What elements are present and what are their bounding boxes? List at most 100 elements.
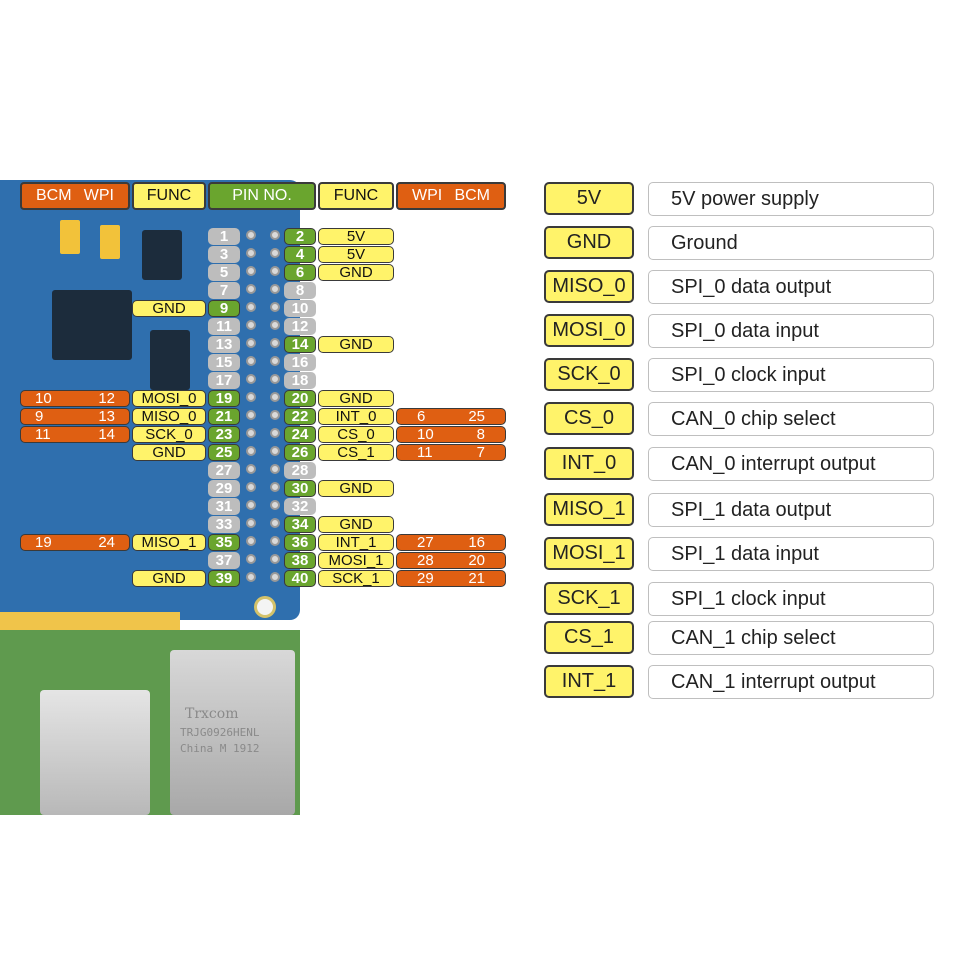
pin-pad bbox=[246, 572, 256, 582]
jumper-block bbox=[100, 225, 120, 259]
pin-number-even: 26 bbox=[284, 444, 316, 461]
pin-pad bbox=[270, 464, 280, 474]
pin-pad bbox=[270, 284, 280, 294]
right-func-label: SCK_1 bbox=[318, 570, 394, 587]
left-wpi: 12 bbox=[98, 390, 115, 407]
pin-number-odd: 1 bbox=[208, 228, 240, 245]
right-wpi: 27 bbox=[417, 534, 434, 551]
left-func-label: GND bbox=[132, 300, 206, 317]
left-wpi: 14 bbox=[98, 426, 115, 443]
left-gpio-numbers: 11 14 bbox=[20, 426, 130, 443]
left-func-label: MOSI_0 bbox=[132, 390, 206, 407]
pin-pad bbox=[246, 338, 256, 348]
pin-number-even: 6 bbox=[284, 264, 316, 281]
pin-pad bbox=[270, 248, 280, 258]
header-right-bcm: BCM bbox=[454, 187, 490, 204]
left-bcm: 11 bbox=[35, 426, 51, 443]
left-wpi: 24 bbox=[98, 534, 115, 551]
legend-key: MOSI_0 bbox=[544, 314, 634, 347]
jumper-block bbox=[60, 220, 80, 254]
pin-number-odd: 25 bbox=[208, 444, 240, 461]
right-bcm: 25 bbox=[468, 408, 485, 425]
pin-number-even: 14 bbox=[284, 336, 316, 353]
legend-description: SPI_1 data output bbox=[648, 493, 934, 527]
pin-pad bbox=[246, 446, 256, 456]
right-func-label: GND bbox=[318, 390, 394, 407]
header-left-wpi: WPI bbox=[83, 187, 114, 204]
legend-key: 5V bbox=[544, 182, 634, 215]
header-left-gpio: BCM WPI bbox=[20, 182, 130, 210]
left-bcm: 10 bbox=[35, 390, 52, 407]
pin-number-odd: 29 bbox=[208, 480, 240, 497]
pin-pad bbox=[270, 392, 280, 402]
pin-pad bbox=[270, 446, 280, 456]
header-left-func: FUNC bbox=[132, 182, 206, 210]
pin-number-odd: 35 bbox=[208, 534, 240, 551]
pin-number-even: 20 bbox=[284, 390, 316, 407]
pin-number-even: 2 bbox=[284, 228, 316, 245]
header-left-bcm: BCM bbox=[36, 187, 72, 204]
pin-pad bbox=[246, 392, 256, 402]
left-func-label: MISO_1 bbox=[132, 534, 206, 551]
ethernet-brand: Trxcom bbox=[185, 706, 239, 722]
legend-description: CAN_1 chip select bbox=[648, 621, 934, 655]
pin-number-odd: 9 bbox=[208, 300, 240, 317]
legend-description: CAN_0 chip select bbox=[648, 402, 934, 436]
legend-key: SCK_1 bbox=[544, 582, 634, 615]
pin-pad bbox=[270, 554, 280, 564]
pin-pad bbox=[270, 536, 280, 546]
right-func-label: GND bbox=[318, 480, 394, 497]
legend-description: SPI_0 clock input bbox=[648, 358, 934, 392]
pin-number-even: 24 bbox=[284, 426, 316, 443]
pin-number-odd: 39 bbox=[208, 570, 240, 587]
pin-pad bbox=[246, 266, 256, 276]
right-func-label: CS_0 bbox=[318, 426, 394, 443]
pin-pad bbox=[270, 338, 280, 348]
pin-number-even: 8 bbox=[284, 282, 316, 299]
pin-pad bbox=[270, 500, 280, 510]
legend-key: MOSI_1 bbox=[544, 537, 634, 570]
header-pin-no: PIN NO. bbox=[208, 182, 316, 210]
pin-number-even: 32 bbox=[284, 498, 316, 515]
pin-pad bbox=[246, 248, 256, 258]
pin-number-odd: 21 bbox=[208, 408, 240, 425]
pin-pad bbox=[270, 230, 280, 240]
right-bcm: 20 bbox=[468, 552, 485, 569]
pin-number-odd: 15 bbox=[208, 354, 240, 371]
pin-number-odd: 5 bbox=[208, 264, 240, 281]
pin-number-odd: 17 bbox=[208, 372, 240, 389]
legend-description: SPI_1 data input bbox=[648, 537, 934, 571]
pin-number-odd: 19 bbox=[208, 390, 240, 407]
pin-number-even: 18 bbox=[284, 372, 316, 389]
pin-pad bbox=[246, 482, 256, 492]
left-func-label: SCK_0 bbox=[132, 426, 206, 443]
legend-description: SPI_1 clock input bbox=[648, 582, 934, 616]
pin-pad bbox=[246, 410, 256, 420]
right-func-label: MOSI_1 bbox=[318, 552, 394, 569]
right-func-label: INT_0 bbox=[318, 408, 394, 425]
right-bcm: 21 bbox=[468, 570, 485, 587]
pin-number-even: 22 bbox=[284, 408, 316, 425]
pin-number-odd: 13 bbox=[208, 336, 240, 353]
pin-pad bbox=[270, 302, 280, 312]
legend-key: SCK_0 bbox=[544, 358, 634, 391]
pin-number-odd: 11 bbox=[208, 318, 240, 335]
right-func-label: GND bbox=[318, 336, 394, 353]
pin-pad bbox=[246, 356, 256, 366]
pin-number-even: 38 bbox=[284, 552, 316, 569]
legend-description: CAN_1 interrupt output bbox=[648, 665, 934, 699]
right-func-label: GND bbox=[318, 264, 394, 281]
legend-description: SPI_0 data input bbox=[648, 314, 934, 348]
header-right-gpio: WPI BCM bbox=[396, 182, 506, 210]
right-bcm: 16 bbox=[468, 534, 485, 551]
legend-key: MISO_0 bbox=[544, 270, 634, 303]
left-bcm: 9 bbox=[35, 408, 44, 425]
pin-pad bbox=[246, 230, 256, 240]
legend-key: CS_1 bbox=[544, 621, 634, 654]
pin-pad bbox=[246, 320, 256, 330]
left-func-label: MISO_0 bbox=[132, 408, 206, 425]
